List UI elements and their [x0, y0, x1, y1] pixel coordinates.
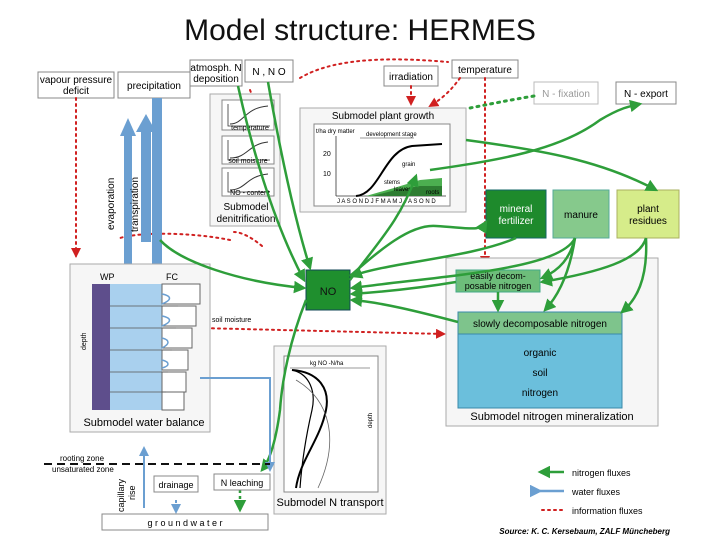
- svg-text:temperature: temperature: [458, 65, 512, 76]
- precipitation-box: precipitation: [117, 71, 191, 99]
- water-fluxes: [139, 377, 275, 514]
- slide-title: Model structure: HERMES: [184, 14, 536, 47]
- svg-text:manure: manure: [564, 210, 598, 221]
- svg-text:irradiation: irradiation: [389, 72, 433, 83]
- svg-text:J A S O N D J F M A M J J A S: J A S O N D J F M A M J J A S O N D: [337, 199, 436, 205]
- svg-text:WP: WP: [100, 272, 115, 282]
- n-no-box: N , N O: [244, 59, 294, 83]
- svg-text:deposition: deposition: [193, 74, 239, 85]
- groundwater-box: g r o u n d w a t e r: [101, 513, 269, 531]
- svg-text:kg NO -N/ha: kg NO -N/ha: [310, 361, 344, 367]
- water-balance-submodel: WP FC depth soil moisture Submodel water…: [69, 263, 251, 433]
- svg-text:slowly decomposable nitrogen: slowly decomposable nitrogen: [473, 319, 607, 330]
- svg-text:Submodel water balance: Submodel water balance: [83, 417, 204, 429]
- zone-boundary: rooting zone unsaturated zone: [44, 454, 270, 474]
- svg-text:N , N O: N , N O: [252, 67, 286, 78]
- svg-text:atmosph. N: atmosph. N: [190, 63, 241, 74]
- temperature-box: temperature: [451, 59, 519, 79]
- svg-text:FC: FC: [166, 272, 178, 282]
- n-fixation-flux: [468, 94, 536, 110]
- svg-text:precipitation: precipitation: [127, 81, 181, 92]
- svg-text:unsaturated zone: unsaturated zone: [52, 465, 114, 474]
- svg-text:N leaching: N leaching: [221, 478, 264, 488]
- svg-text:leaves: leaves: [394, 187, 411, 193]
- svg-text:grain: grain: [402, 162, 415, 168]
- svg-text:Submodel nitrogen mineralizati: Submodel nitrogen mineralization: [470, 411, 633, 423]
- svg-text:Submodel: Submodel: [223, 202, 268, 213]
- drainage-box: drainage: [153, 475, 199, 493]
- atmosph-deposition-box: atmosph. N deposition: [189, 59, 243, 87]
- svg-text:NO - content: NO - content: [230, 190, 270, 197]
- svg-text:NO: NO: [320, 286, 337, 298]
- manure-box: manure: [552, 189, 610, 239]
- svg-text:N - export: N - export: [624, 89, 668, 100]
- svg-text:nitrogen fluxes: nitrogen fluxes: [572, 468, 631, 478]
- svg-text:nitrogen: nitrogen: [522, 388, 558, 399]
- svg-text:information fluxes: information fluxes: [572, 506, 643, 516]
- svg-text:10: 10: [323, 171, 331, 178]
- svg-text:roots: roots: [426, 190, 439, 196]
- irradiation-box: irradiation: [383, 65, 439, 87]
- svg-text:temperature: temperature: [231, 125, 269, 132]
- n-fixation-box: N - fixation: [533, 81, 599, 105]
- svg-text:mineral: mineral: [500, 204, 533, 215]
- n-export-box: N - export: [615, 81, 677, 105]
- svg-text:depth: depth: [81, 332, 88, 350]
- svg-text:plant: plant: [637, 204, 659, 215]
- svg-text:Submodel N transport: Submodel N transport: [277, 497, 384, 509]
- svg-text:residues: residues: [629, 216, 667, 227]
- vapour-pressure-box: vapour pressure deficit: [37, 71, 115, 99]
- svg-text:soil: soil: [532, 368, 547, 379]
- source-credit: Source: K. C. Kersebaum, ZALF Müncheberg: [499, 527, 670, 536]
- svg-text:development stage: development stage: [366, 132, 417, 138]
- svg-text:g r o u n d w a t e r: g r o u n d w a t e r: [147, 518, 222, 528]
- n-transport-submodel: kg NO -N/ha depth Submodel N transport: [273, 345, 387, 515]
- denitrification-submodel: temperature soil moisture NO - content S…: [209, 93, 281, 227]
- capillary-rise-label: capillary: [116, 478, 126, 512]
- transpiration-label: transpiration: [130, 177, 141, 232]
- capillary-rise-label-2: rise: [127, 485, 137, 500]
- plant-residues-box: plant residues: [616, 189, 680, 239]
- nitrogen-fluxes: [159, 81, 659, 513]
- svg-text:vapour pressure: vapour pressure: [40, 75, 113, 86]
- svg-text:20: 20: [323, 151, 331, 158]
- svg-text:rooting zone: rooting zone: [60, 454, 105, 463]
- svg-text:water fluxes: water fluxes: [571, 487, 621, 497]
- svg-text:t/ha dry matter: t/ha dry matter: [316, 129, 355, 135]
- svg-text:depth: depth: [368, 413, 374, 428]
- svg-text:drainage: drainage: [158, 480, 193, 490]
- svg-text:soil moisture: soil moisture: [228, 158, 267, 165]
- svg-text:fertilizer: fertilizer: [498, 216, 534, 227]
- svg-text:denitrification: denitrification: [217, 214, 276, 225]
- svg-text:Submodel plant growth: Submodel plant growth: [332, 111, 434, 122]
- svg-text:easily decom-: easily decom-: [470, 271, 526, 281]
- mineral-fertilizer-box: mineral fertilizer: [485, 189, 547, 239]
- n-leaching-box: N leaching: [213, 473, 271, 491]
- svg-text:deficit: deficit: [63, 86, 89, 97]
- transpiration-arrow: [136, 114, 156, 242]
- legend: nitrogen fluxes water fluxes information…: [530, 465, 643, 516]
- svg-text:organic: organic: [524, 348, 557, 359]
- svg-text:N - fixation: N - fixation: [542, 89, 590, 100]
- evaporation-label: evaporation: [106, 178, 117, 230]
- plant-growth-submodel: Submodel plant growth t/ha dry matter de…: [299, 107, 467, 213]
- svg-text:stems: stems: [384, 180, 400, 186]
- svg-text:posable nitrogen: posable nitrogen: [465, 281, 532, 291]
- svg-text:soil moisture: soil moisture: [212, 317, 251, 324]
- no-box: NO: [305, 269, 351, 311]
- nitrogen-mineralization-submodel: easily decom- posable nitrogen slowly de…: [445, 257, 659, 427]
